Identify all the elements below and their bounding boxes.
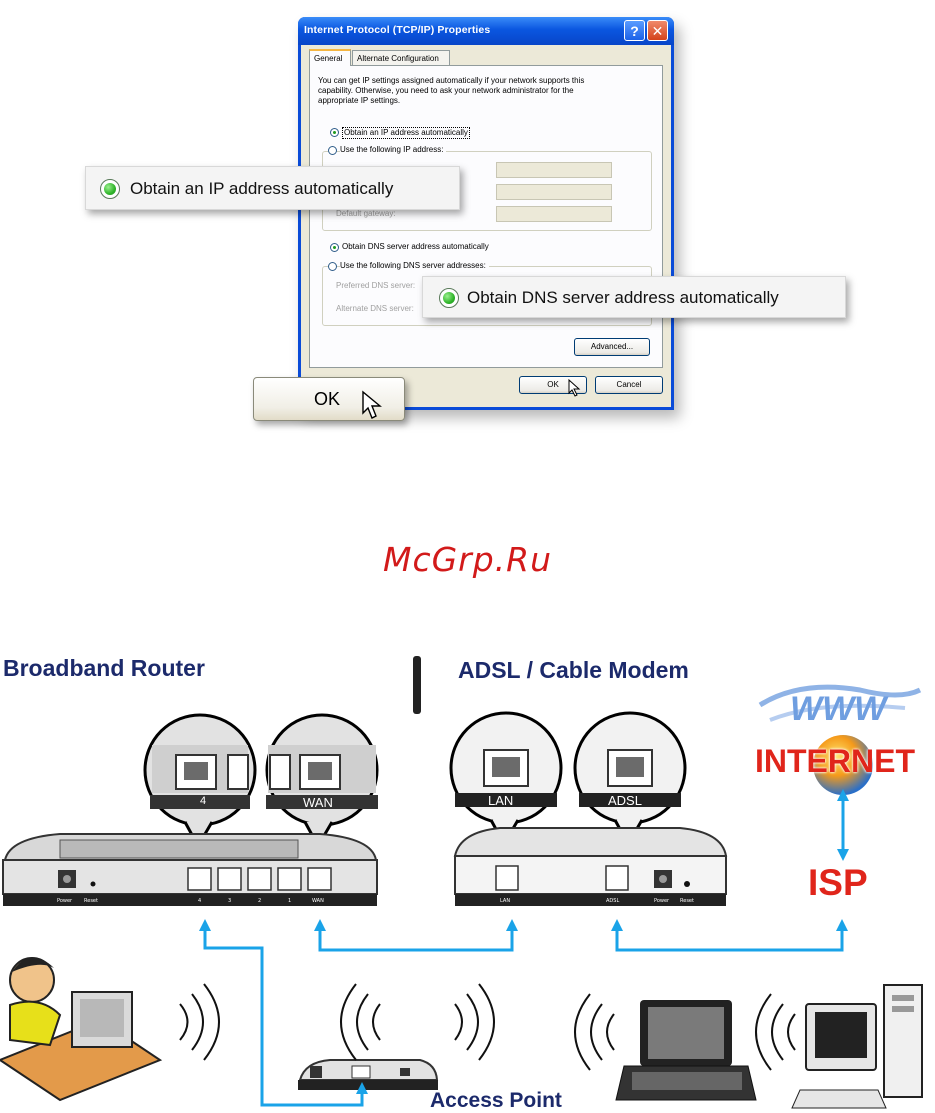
label-use-following-dns: Use the following DNS server addresses: (340, 261, 489, 271)
broadband-router-device (2, 833, 378, 906)
callout-ok-text: OK (314, 389, 341, 409)
zoom-lan-label: LAN (488, 793, 514, 808)
modem-reset-label: Reset (680, 898, 694, 904)
user-computer-icon (0, 957, 163, 1102)
dialog-titlebar[interactable]: Internet Protocol (TCP/IP) Properties ? … (298, 17, 674, 45)
laptop-icon (615, 1000, 757, 1101)
router-zoom-wan (265, 713, 379, 850)
modem-power-label: Power (654, 898, 670, 904)
advanced-button[interactable]: Advanced... (574, 338, 650, 356)
cancel-button[interactable]: Cancel (595, 376, 663, 394)
label-alternate-dns: Alternate DNS server: (336, 304, 414, 313)
network-diagram-svg: WWW (0, 656, 923, 1109)
router-port-label: 1 (288, 898, 292, 904)
callout-dns-text: Obtain DNS server address automatically (467, 288, 779, 307)
modem-lan-label: LAN (500, 898, 511, 904)
help-button[interactable]: ? (624, 20, 645, 41)
close-button[interactable]: ✕ (647, 20, 668, 41)
modem-label: ADSL / Cable Modem (458, 657, 689, 683)
zoom-adsl-label: ADSL (608, 793, 642, 808)
label-use-following-ip: Use the following IP address: (340, 145, 447, 155)
tcpip-properties-dialog: Internet Protocol (TCP/IP) Properties ? … (298, 17, 674, 410)
intro-line-3: appropriate IP settings. (318, 96, 401, 105)
mouse-cursor-icon (362, 390, 382, 419)
callout-ip-text: Obtain an IP address automatically (130, 179, 394, 198)
label-obtain-dns-auto: Obtain DNS server address automatically (342, 242, 489, 251)
ip-address-input[interactable] (496, 162, 612, 178)
broadband-router-label: Broadband Router (3, 655, 205, 681)
connection-lines (199, 789, 849, 1107)
zoom-wan-label: WAN (303, 795, 333, 810)
modem-zoom-adsl (573, 711, 687, 848)
router-port-label: 3 (228, 898, 232, 904)
radio-obtain-dns-auto[interactable] (330, 243, 339, 252)
radio-obtain-ip-auto[interactable] (330, 128, 339, 137)
modem-zoom-lan (449, 711, 563, 848)
watermark: McGrp.Ru (382, 540, 553, 579)
dialog-title: Internet Protocol (TCP/IP) Properties (304, 24, 491, 36)
tab-general[interactable]: General (309, 49, 351, 66)
isp-label: ISP (808, 862, 868, 903)
router-reset-label: Reset (84, 898, 98, 904)
desktop-pc-icon (791, 984, 923, 1109)
internet-globe-icon (758, 684, 922, 795)
www-text: WWW (790, 690, 889, 728)
router-power-label: Power (57, 898, 73, 904)
router-port-label: 2 (258, 898, 262, 904)
router-port-label: 4 (198, 898, 202, 904)
callout-radio-icon (439, 288, 459, 308)
default-gateway-input[interactable] (496, 206, 612, 222)
access-point-label: Access Point (430, 1089, 562, 1112)
radio-use-following-dns[interactable] (328, 262, 337, 271)
tab-alternate-configuration[interactable]: Alternate Configuration (352, 50, 450, 66)
router-zoom-port-4 (143, 713, 257, 850)
subnet-mask-input[interactable] (496, 184, 612, 200)
modem-adsl-label: ADSL (606, 898, 620, 904)
label-default-gateway: Default gateway: (336, 209, 396, 218)
general-tab-panel: You can get IP settings assigned automat… (309, 65, 663, 368)
label-obtain-ip-auto: Obtain an IP address automatically (342, 127, 470, 139)
mouse-cursor-icon (568, 379, 581, 397)
zoom-port-4-label: 4 (200, 795, 207, 807)
callout-obtain-dns: Obtain DNS server address automatically (422, 276, 846, 318)
callout-radio-icon (100, 179, 120, 199)
intro-line-2: capability. Otherwise, you need to ask y… (318, 86, 574, 95)
internet-label: INTERNET (755, 743, 915, 779)
router-port-label: WAN (312, 898, 324, 904)
label-preferred-dns: Preferred DNS server: (336, 281, 416, 290)
callout-obtain-ip: Obtain an IP address automatically (85, 166, 460, 210)
ok-button-label: OK (547, 380, 559, 389)
modem-device (453, 827, 728, 906)
callout-ok-button: OK (253, 377, 405, 421)
intro-line-1: You can get IP settings assigned automat… (318, 76, 585, 85)
radio-use-following-ip[interactable] (328, 146, 337, 155)
